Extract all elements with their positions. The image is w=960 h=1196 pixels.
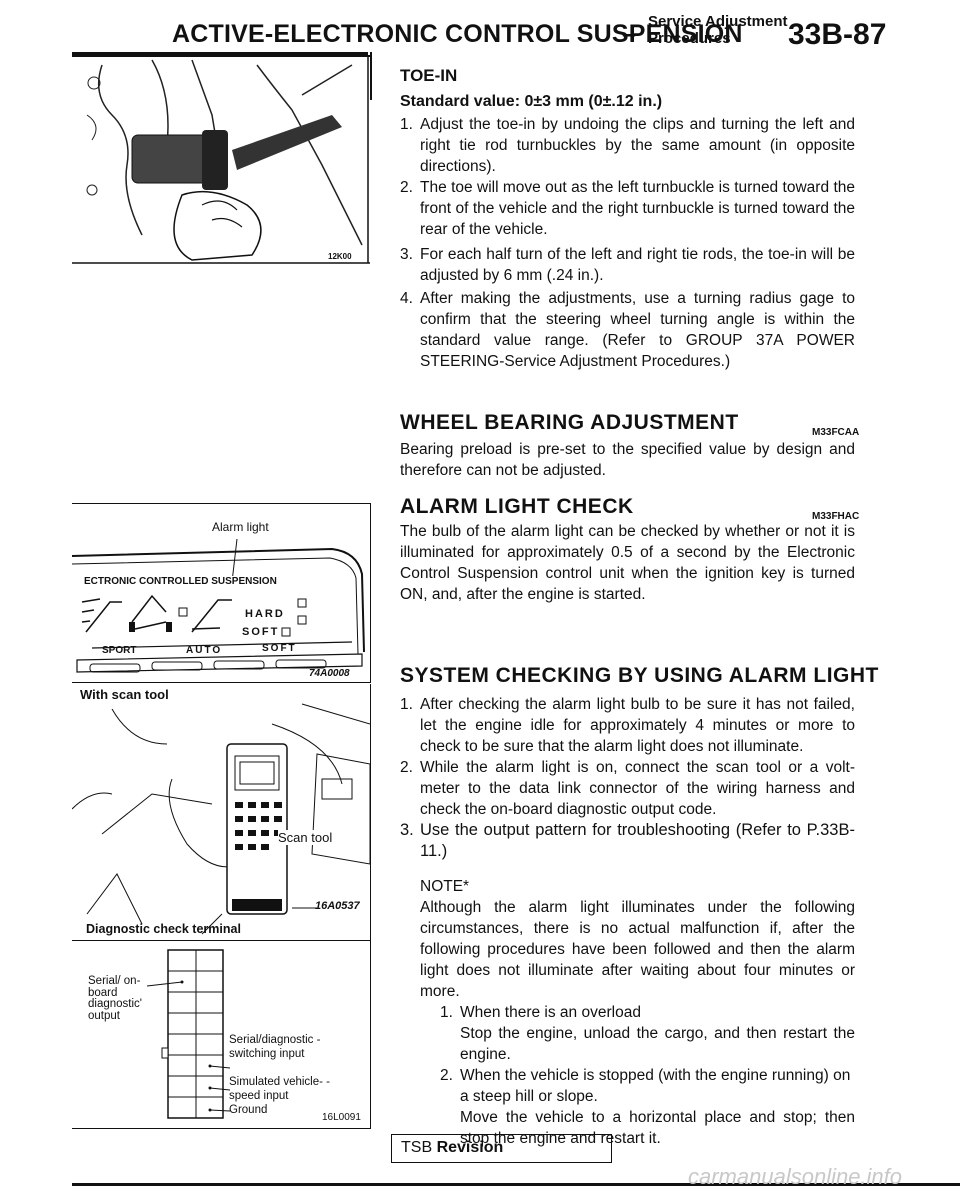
step-text: Adjust the toe-in by undoing the clips a… — [420, 116, 855, 175]
page-number: 33B-87 — [788, 18, 887, 51]
header-separator: – — [622, 20, 636, 48]
mode-auto: AUTO — [186, 645, 223, 656]
step-text: The toe will move out as the left turnbu… — [420, 179, 855, 238]
alarm-panel-illustration — [72, 538, 365, 673]
soft-indicator: SOFT — [242, 626, 280, 638]
ground-label: Ground — [229, 1104, 268, 1116]
footer-rule — [72, 1183, 960, 1186]
system-check-step: 2. While the alarm light is on, connect t… — [400, 757, 855, 820]
note-item-detail: Stop the engine, unload the cargo, and t… — [460, 1025, 855, 1063]
wheel-bearing-text: Bearing preload is pre-set to the specif… — [400, 441, 855, 479]
header-subtitle-line2: Procedures — [648, 30, 731, 47]
figure-scan-tool: With scan tool Scan tool 16A0537 Diagnos… — [72, 684, 371, 941]
tsb-revision: Revision — [436, 1139, 504, 1156]
system-check-step: 1. After checking the alarm light bulb to… — [400, 694, 855, 757]
step-number: 2. — [400, 179, 413, 196]
alarm-light-label: Alarm light — [212, 520, 269, 534]
column-divider — [370, 52, 372, 100]
figure-code: 16A0537 — [315, 900, 360, 912]
step-number: 2. — [400, 759, 413, 776]
system-check-heading: SYSTEM CHECKING BY USING ALARM LIGHT — [400, 664, 879, 687]
toe-in-step: 4. After making the adjustments, use a tu… — [400, 288, 855, 372]
toe-in-step: 3. For each half turn of the left and rig… — [400, 244, 855, 286]
alarm-light-section: ALARM LIGHT CHECK M33FHAC The bulb of th… — [400, 495, 859, 605]
wheel-bearing-section: WHEEL BEARING ADJUSTMENT M33FCAA Bearing… — [400, 411, 859, 481]
standard-value: Standard value: 0±3 mm (0±.12 in.) — [400, 93, 663, 110]
step-number: 3. — [400, 821, 414, 839]
figure-turnbuckle: 12K00 — [72, 55, 370, 265]
mode-soft: SOFT — [262, 643, 297, 654]
note-item-number: 1. — [440, 1004, 453, 1021]
mode-sport: SPORT — [102, 645, 137, 656]
panel-title: ECTRONIC CONTROLLED SUSPENSION — [82, 576, 279, 587]
figure-code: 74A0008 — [309, 668, 350, 679]
figure-code: 12K00 — [328, 252, 352, 261]
toe-in-heading: TOE-IN — [400, 66, 458, 85]
toe-in-step: 1. Adjust the toe-in by undoing the clips… — [400, 114, 855, 177]
figure-connector: Serial/ on-board diagnostic' output Seri… — [72, 940, 371, 1129]
toe-in-step: 2. The toe will move out as the left turn… — [400, 177, 855, 240]
step-text: For each half turn of the left and right… — [420, 246, 855, 284]
system-check-step: 3. Use the output pattern for troubleshoo… — [400, 820, 855, 862]
hard-indicator: HARD — [245, 608, 285, 620]
figure-title: With scan tool — [80, 687, 169, 702]
tsb-label: TSB — [401, 1139, 433, 1156]
scan-tool-label: Scan tool — [278, 830, 333, 845]
header-rule — [72, 52, 368, 55]
step-text: While the alarm light is on, connect the… — [420, 759, 855, 818]
note-block: NOTE* Although the alarm light illuminat… — [400, 876, 855, 1149]
alarm-light-heading: ALARM LIGHT CHECK — [400, 495, 634, 518]
watermark: carmanualsonline.info — [688, 1164, 903, 1189]
note-item: 1. When there is an overload — [420, 1002, 855, 1023]
terminal-label: Diagnostic check terminal — [86, 922, 241, 936]
section-code: M33FHAC — [812, 511, 860, 522]
figure-alarm-light: Alarm light ECTRONIC CONTROLLED SUSPENSI… — [72, 503, 371, 683]
serial-diagnostic-label: Serial/diagnostic -switching input — [229, 1034, 321, 1060]
connector-illustration — [146, 949, 231, 1119]
note-item-text: When the vehicle is stopped (with the en… — [460, 1067, 851, 1105]
serial-output-label: Serial/ on-board diagnostic' output — [88, 975, 142, 1022]
note-label: NOTE* — [420, 878, 470, 895]
tsb-revision-box: TSB Revision — [391, 1134, 612, 1163]
step-number: 3. — [400, 246, 413, 263]
section-title: ACTIVE-ELECTRONIC CONTROL SUSPENSION — [172, 20, 743, 48]
step-text: After checking the alarm light bulb to b… — [420, 696, 855, 755]
section-code: M33FCAA — [812, 427, 860, 438]
note-text: Although the alarm light illuminates und… — [420, 899, 855, 1000]
turnbuckle-illustration — [72, 55, 370, 264]
figure-top-rule — [72, 55, 370, 57]
toe-in-section: TOE-IN Standard value: 0±3 mm (0±.12 in.… — [400, 65, 855, 372]
step-text: After making the adjustments, use a turn… — [420, 290, 855, 370]
step-number: 1. — [400, 116, 413, 133]
alarm-light-text: The bulb of the alarm light can be check… — [400, 523, 855, 603]
step-text: Use the output pattern for troubleshooti… — [420, 821, 855, 860]
figure-code: 16L0091 — [322, 1112, 361, 1123]
note-item: 2. When the vehicle is stopped (with the … — [420, 1065, 855, 1107]
step-number: 1. — [400, 696, 413, 713]
step-number: 4. — [400, 290, 413, 307]
note-item-text: When there is an overload — [460, 1004, 641, 1021]
note-item-number: 2. — [440, 1067, 453, 1084]
vehicle-speed-label: Simulated vehicle- -speed input — [229, 1076, 330, 1102]
system-check-section: SYSTEM CHECKING BY USING ALARM LIGHT 1. A… — [400, 664, 879, 1149]
wheel-bearing-heading: WHEEL BEARING ADJUSTMENT — [400, 411, 739, 434]
header-subtitle-line1: Service Adjustment — [648, 13, 788, 30]
scan-tool-illustration — [72, 703, 370, 935]
